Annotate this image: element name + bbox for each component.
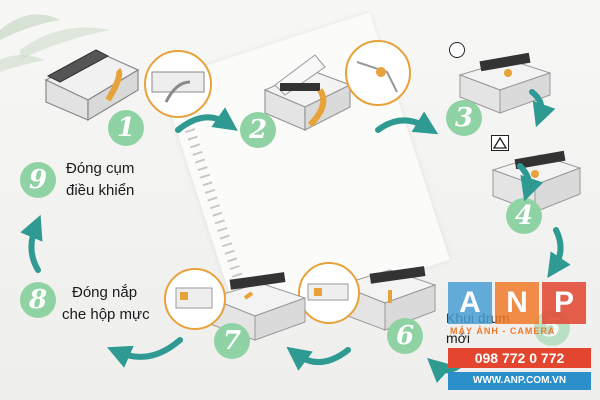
anp-phone: 098 772 0 772 [448,348,591,368]
printer-icon [458,52,552,114]
triangle-mark-icon [491,135,509,151]
anp-tagline: MÁY ẢNH - CAMERA [450,326,556,336]
printer-icon [263,54,352,131]
anp-watermark: A N P MÁY ẢNH - CAMERA 098 772 0 772 WWW… [448,282,593,394]
detail-circle-7 [164,268,226,330]
step-badge-1: 1 [108,110,144,146]
step-badge-9: 9 [20,162,56,198]
arrow-icon [529,89,556,128]
step-badge-3: 3 [446,100,482,136]
anp-logo: A N P [448,282,586,324]
circle-mark-icon [449,42,465,58]
detail-circle-1 [144,50,212,118]
step-badge-7: 7 [214,323,250,359]
step-label-9-line1: Đóng cụm [66,160,135,177]
step-label-8: Đóng nắp che hộp mực [62,282,150,326]
step-badge-4: 4 [506,198,542,234]
printer-icon [44,49,140,122]
detail-circle-6 [298,262,360,324]
step-badge-2: 2 [240,112,276,148]
arrow-icon [547,227,571,278]
step-label-9-line2: điều khiển [66,182,135,199]
arrow-icon [107,337,183,368]
arrow-icon [517,163,544,202]
arrow-icon [20,214,43,273]
arrow-icon [375,111,439,135]
anp-website: WWW.ANP.COM.VN [448,372,591,390]
step-label-8-line2: che hộp mực [62,306,150,323]
anp-letter-n: N [495,282,539,324]
anp-letter-a: A [448,282,492,324]
anp-letter-p: P [542,282,586,324]
detail-circle-2 [345,40,411,106]
plant-decoration [0,14,110,72]
arrow-icon [286,346,351,371]
step-label-9: Đóng cụm điều khiển [66,158,134,202]
step-badge-8: 8 [20,282,56,318]
step-badge-6: 6 [387,318,423,354]
step-label-8-line1: Đóng nắp [72,284,138,301]
arrow-icon [175,107,238,133]
